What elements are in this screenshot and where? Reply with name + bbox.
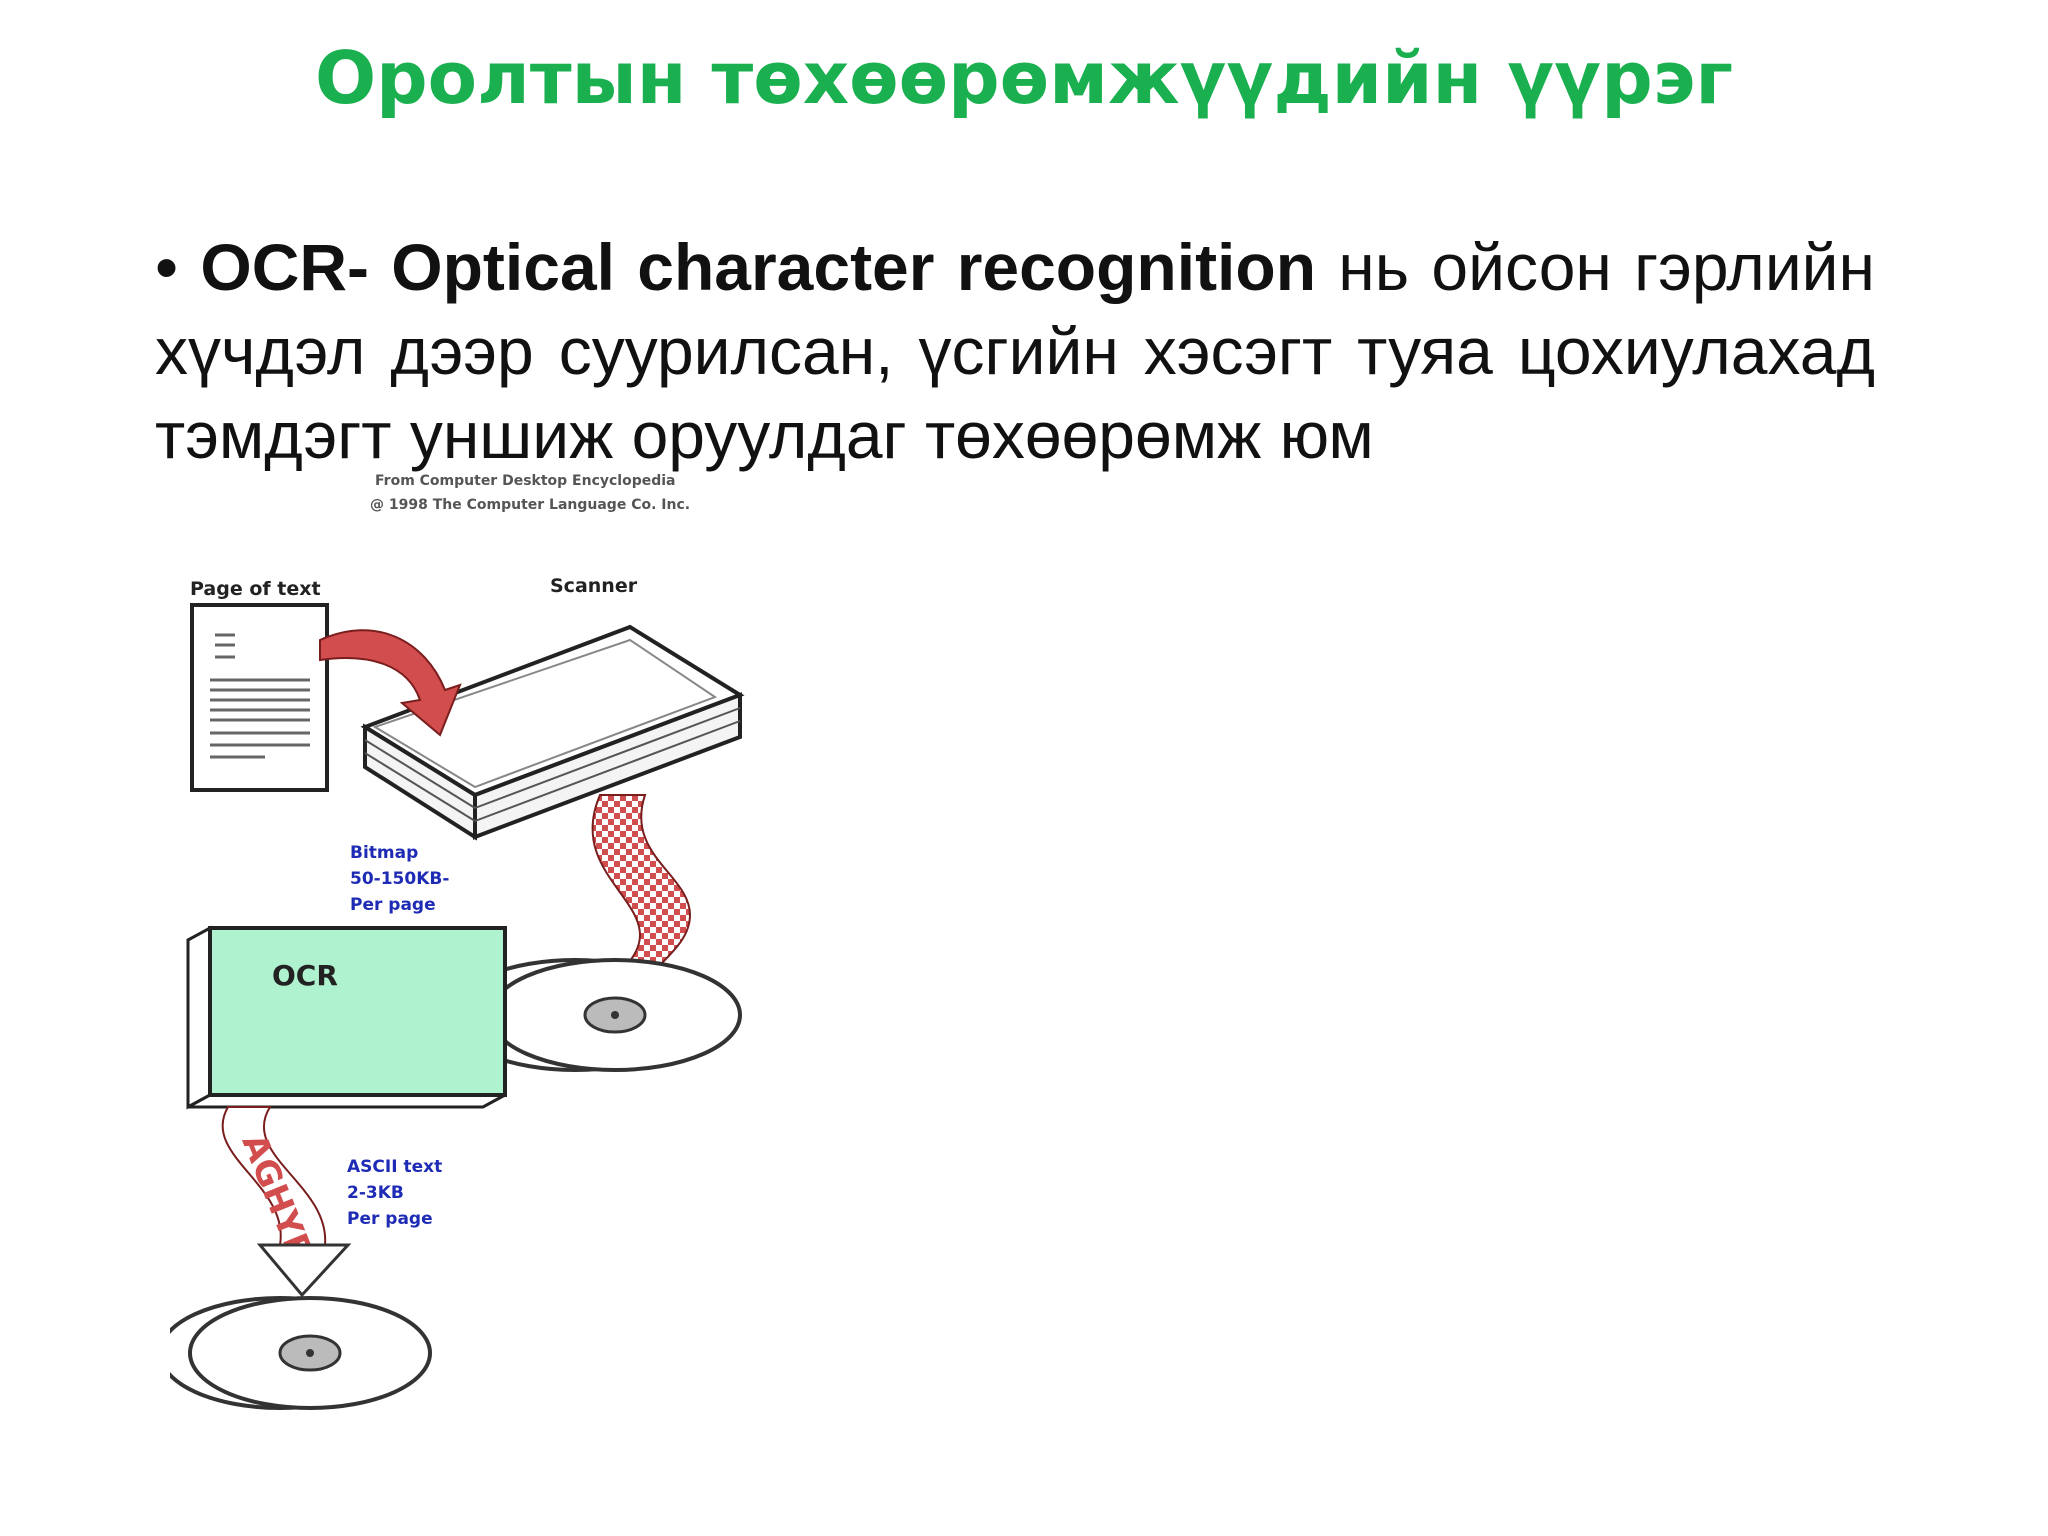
ocr-processor-box <box>186 925 507 1110</box>
ocr-definition: нь ойсон гэрлийн хүчдэл дээр суурилсан, … <box>155 230 1875 472</box>
page-of-text-icon <box>190 603 329 792</box>
ocr-box-label: OCR <box>272 959 338 992</box>
ocr-diagram-svg: From Computer Desktop Encyclopedia @ 199… <box>170 473 745 1410</box>
ocr-description: • OCR- Optical character recognition нь … <box>155 225 1875 477</box>
credit-line-1: From Computer Desktop Encyclopedia <box>375 473 676 489</box>
scanner-icon <box>360 624 745 841</box>
ocr-term: OCR- Optical character recognition <box>200 230 1317 304</box>
ascii-ribbon-arrow: AGHYES <box>221 1106 352 1298</box>
ascii-label-line1: ASCII text <box>347 1157 442 1177</box>
slide-title: Оролтын төхөөрөмжүүдийн үүрэг <box>314 36 1734 120</box>
ascii-label-line3: Per page <box>347 1209 433 1229</box>
scanner-label: Scanner <box>550 575 638 597</box>
ascii-label-line2: 2-3KB <box>347 1183 404 1203</box>
ocr-process-diagram: From Computer Desktop Encyclopedia @ 199… <box>170 465 790 1465</box>
ascii-disk-icon <box>170 1296 432 1410</box>
bitmap-label-line1: Bitmap <box>350 843 418 863</box>
page-of-text-label: Page of text <box>190 578 321 600</box>
credit-line-2: @ 1998 The Computer Language Co. Inc. <box>370 497 690 513</box>
bitmap-label-line3: Per page <box>350 895 436 915</box>
bitmap-label-line2: 50-150KB- <box>350 869 449 889</box>
page-to-scanner-arrow <box>319 629 462 737</box>
bullet-marker: • <box>155 230 179 304</box>
bitmap-disk-icon <box>448 958 742 1072</box>
